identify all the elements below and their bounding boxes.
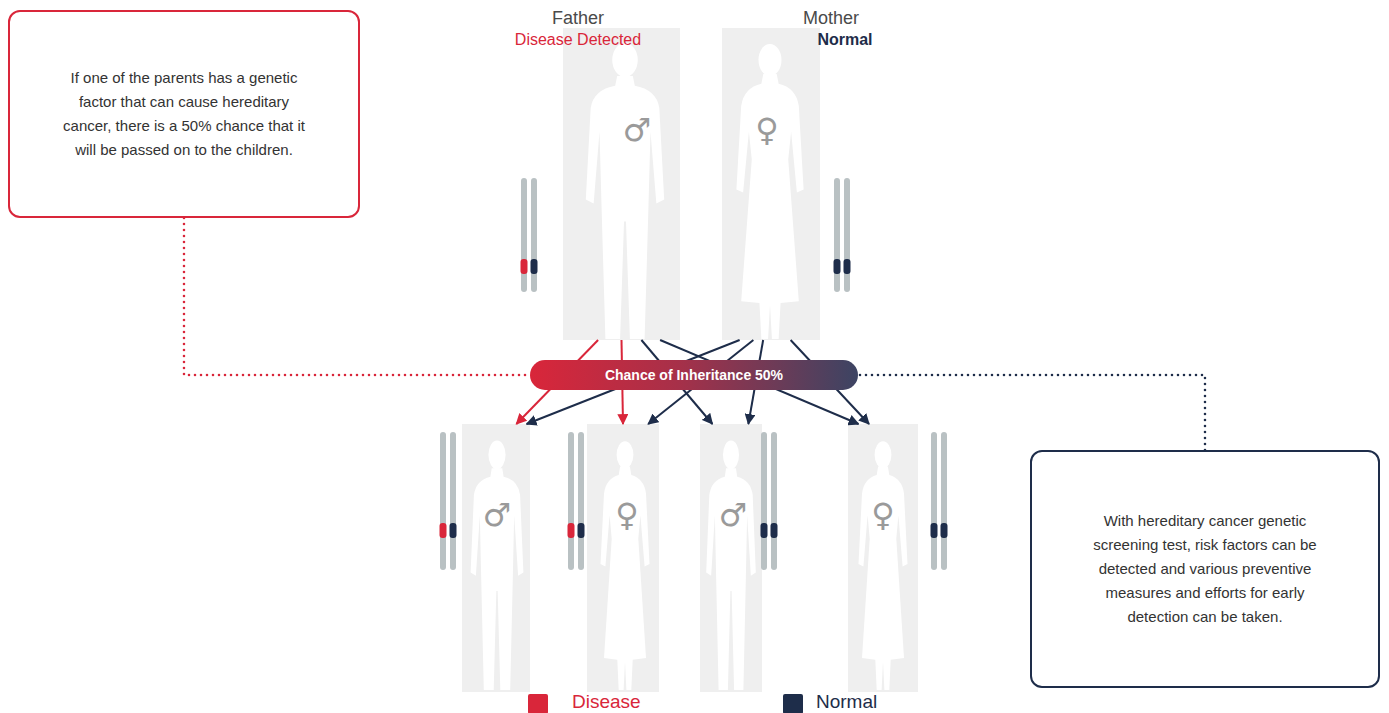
parent-label: Mother: [751, 8, 911, 28]
leader-line: [184, 218, 530, 375]
gender-symbol: ♂: [617, 110, 657, 150]
gender-symbol: ♂: [713, 495, 753, 535]
legend-label: Disease: [572, 692, 641, 712]
callout-text: If one of the parents has a genetic fact…: [56, 66, 312, 162]
callout-box: If one of the parents has a genetic fact…: [8, 10, 360, 218]
callout-text: With hereditary cancer genetic screening…: [1076, 509, 1334, 629]
status-label: Normal: [765, 30, 925, 50]
chromosome-pair: [440, 432, 457, 570]
chromosome-pair: [521, 178, 538, 292]
chromosome-pair: [761, 432, 778, 570]
band-text: Chance of Inheritance 50%: [530, 360, 858, 390]
legend-label: Normal: [816, 692, 877, 712]
chromosome-pair: [834, 178, 851, 292]
legend-swatch: [528, 694, 548, 713]
gender-symbol: ♀: [607, 495, 647, 535]
gender-symbol: ♂: [477, 495, 517, 535]
parent-label: Father: [498, 8, 658, 28]
chromosome-pair: [568, 432, 585, 570]
status-label: Disease Detected: [498, 30, 658, 50]
legend-swatch: [783, 694, 803, 713]
chromosome-pair: [931, 432, 948, 570]
gender-symbol: ♀: [863, 495, 903, 535]
probability-band: Chance of Inheritance 50%: [530, 360, 858, 390]
callout-box: With hereditary cancer genetic screening…: [1030, 450, 1380, 688]
gender-symbol: ♀: [747, 110, 787, 150]
